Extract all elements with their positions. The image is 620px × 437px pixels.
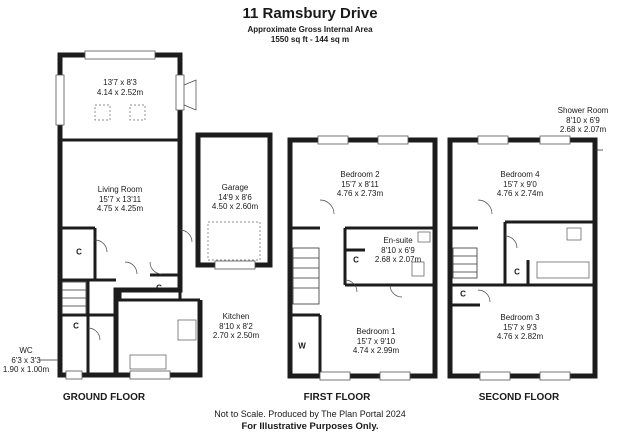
wardrobe-label: W [298, 341, 306, 351]
cupboard-label: C [460, 289, 466, 299]
cupboard-label: C [156, 283, 162, 293]
cupboard-label: C [353, 255, 359, 265]
room-bedroom-3: Bedroom 3 15'7 x 9'3 4.76 x 2.82m [496, 313, 544, 341]
room-kitchen: Kitchen 8'10 x 8'2 2.70 x 2.50m [212, 312, 260, 340]
area-subtitle: Approximate Gross Internal Area [247, 25, 373, 34]
room-extension: 13'7 x 8'3 4.14 x 2.52m [96, 78, 144, 97]
room-bedroom-4: Bedroom 4 15'7 x 9'0 4.76 x 2.74m [496, 170, 544, 198]
floor-label-ground: GROUND FLOOR [62, 392, 146, 403]
disclaimer: For Illustrative Purposes Only. [241, 421, 379, 432]
floor-label-first: FIRST FLOOR [303, 392, 371, 403]
floor-label-second: SECOND FLOOR [478, 392, 560, 403]
page-title: 11 Ramsbury Drive [242, 5, 378, 22]
room-bedroom-2: Bedroom 2 15'7 x 8'11 4.76 x 2.73m [336, 170, 384, 198]
room-shower-room: Shower Room 8'10 x 6'9 2.68 x 2.07m [557, 106, 609, 134]
first-floor-walls [287, 137, 438, 379]
scale-note: Not to Scale. Produced by The Plan Porta… [214, 409, 406, 419]
room-bedroom-1: Bedroom 1 15'7 x 9'10 4.74 x 2.99m [352, 327, 400, 355]
cupboard-label: C [76, 247, 82, 257]
cupboard-label: C [514, 267, 520, 277]
room-living-room: Living Room 15'7 x 13'11 4.75 x 4.25m [96, 185, 144, 213]
gross-area: 1550 sq ft - 144 sq m [270, 35, 350, 44]
cupboard-label: C [73, 321, 79, 331]
room-garage: Garage 14'9 x 8'6 4.50 x 2.60m [211, 183, 259, 211]
second-floor-walls [447, 137, 598, 379]
room-en-suite: En-suite 8'10 x 6'9 2.68 x 2.07m [374, 236, 422, 264]
room-wc: WC 6'3 x 3'3 1.90 x 1.00m [2, 346, 50, 374]
